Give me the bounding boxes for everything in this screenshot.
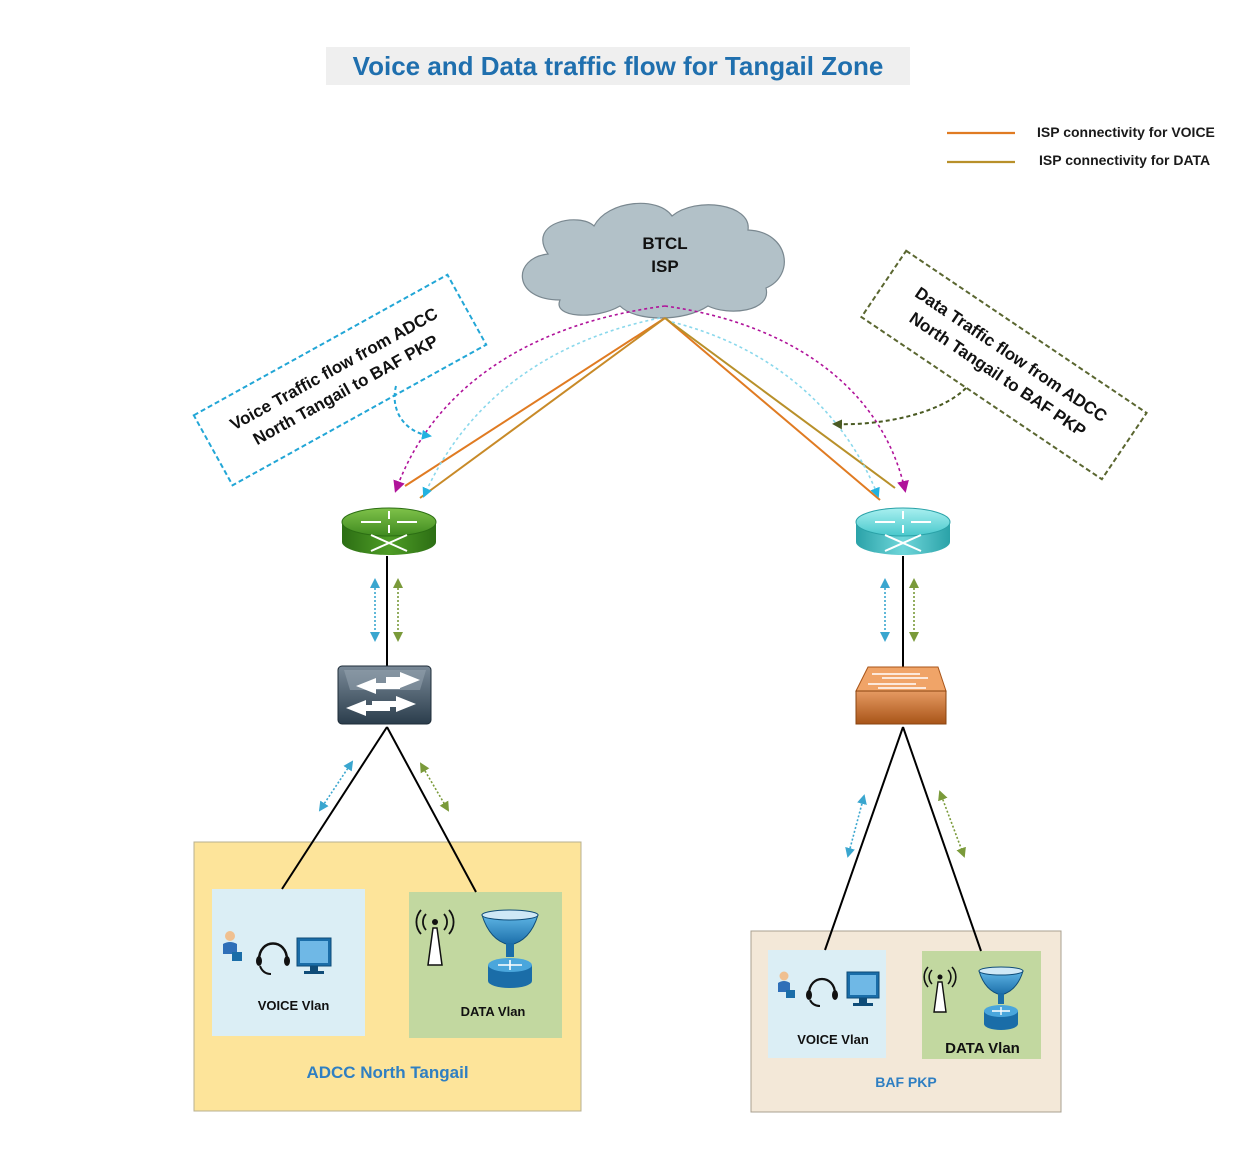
- diagram-title-box: Voice and Data traffic flow for Tangail …: [326, 47, 910, 85]
- site-right-label: BAF PKP: [875, 1074, 937, 1090]
- isp-voice-link-left: [404, 317, 666, 487]
- magenta-flow-curve-right: [664, 305, 909, 493]
- right-data-vlan-label: DATA Vlan: [945, 1040, 1020, 1057]
- right-switch-data-link: [902, 726, 982, 952]
- monitor-icon: [296, 937, 332, 974]
- cloud-icon: [521, 202, 785, 319]
- left-voice-arrow-diagonal: [318, 760, 354, 812]
- wireless-tower-icon: [923, 966, 957, 1013]
- satellite-router-icon: [481, 909, 539, 988]
- isp-data-link-left: [419, 317, 666, 499]
- voice-callout-box: [192, 273, 488, 487]
- switch-icon: [337, 665, 432, 725]
- data-callout-pointer: [832, 387, 967, 430]
- monitor-icon: [846, 971, 880, 1006]
- legend-data-label: ISP connectivity for DATA: [1039, 152, 1211, 168]
- cloud-label-line2: ISP: [651, 257, 679, 276]
- right-switch-voice-link: [824, 726, 904, 951]
- router-icon: [855, 507, 951, 555]
- left-voice-vlan-label: VOICE Vlan: [257, 998, 330, 1013]
- voice-flow-curve-left: [422, 317, 661, 498]
- left-data-vlan-label: DATA Vlan: [460, 1004, 526, 1019]
- right-data-arrow-diagonal: [938, 790, 966, 858]
- legend-voice-label: ISP connectivity for VOICE: [1037, 124, 1215, 140]
- user-icon: [778, 971, 795, 998]
- switch-icon: [855, 666, 947, 725]
- headset-icon: [806, 978, 838, 1007]
- wireless-tower-icon: [415, 909, 455, 966]
- diagram-title: Voice and Data traffic flow for Tangail …: [352, 50, 884, 81]
- data-callout-box: [860, 249, 1148, 481]
- voice-callout-pointer: [393, 385, 432, 440]
- voice-flow-curve-right: [671, 321, 880, 498]
- satellite-router-icon: [978, 966, 1024, 1030]
- user-icon: [223, 931, 242, 961]
- right-voice-vlan-label: VOICE Vlan: [797, 1032, 869, 1047]
- headset-icon: [256, 942, 290, 975]
- cloud-label-line1: BTCL: [642, 234, 688, 253]
- site-left-label: ADCC North Tangail: [306, 1063, 469, 1082]
- isp-data-link-right: [664, 317, 896, 489]
- left-data-arrow-diagonal: [419, 762, 450, 812]
- router-icon: [341, 507, 437, 555]
- isp-voice-link-right: [664, 317, 881, 501]
- magenta-flow-curve-left: [393, 305, 666, 493]
- cloud-label: BTCL ISP: [615, 232, 715, 278]
